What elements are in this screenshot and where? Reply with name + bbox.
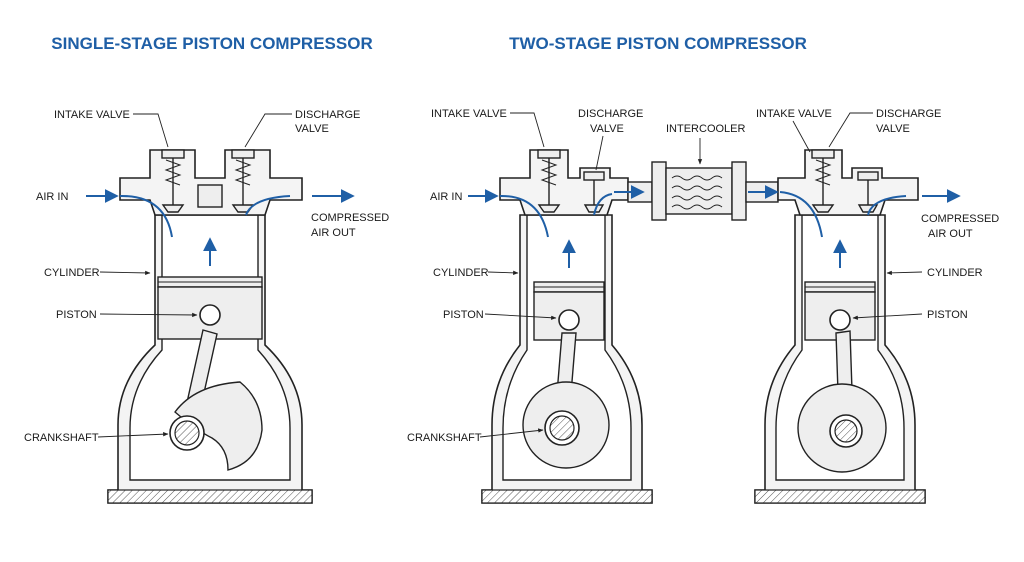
- single-base-hatch: [107, 489, 313, 504]
- two-air-in-label: AIR IN: [430, 191, 462, 203]
- lp-base-hatch: [481, 489, 653, 504]
- single-crankshaft-label: CRANKSHAFT: [24, 432, 99, 444]
- hp-crankshaft: [829, 414, 863, 448]
- single-stage-compressor: INTAKE VALVE DISCHARGE VALVE AIR IN COMP…: [24, 109, 389, 504]
- intercooler-label: INTERCOOLER: [666, 123, 746, 135]
- lp-intake-flow: [499, 194, 549, 238]
- two-cylinder-right-label: CYLINDER: [927, 267, 983, 279]
- single-crankshaft: [169, 415, 205, 451]
- hp-head: [777, 149, 919, 216]
- single-intake-valve: [161, 149, 185, 213]
- single-stage-title: SINGLE-STAGE PISTON COMPRESSOR: [51, 34, 372, 53]
- two-piston-right-label: PISTON: [927, 309, 968, 321]
- hp-intake-valve: [811, 149, 835, 213]
- hp-intake-flow: [779, 191, 823, 238]
- lp-head: [499, 149, 629, 216]
- single-intake-flow: [119, 194, 173, 238]
- two-cylinder-left-leader: [487, 270, 519, 275]
- lp-piston: [533, 281, 605, 341]
- two-piston-left-label: PISTON: [443, 309, 484, 321]
- single-piston-label: PISTON: [56, 309, 97, 321]
- single-intake-valve-label: INTAKE VALVE: [54, 109, 130, 121]
- two-compressed-label-2: AIR OUT: [928, 228, 973, 240]
- two-discharge-label-2: VALVE: [590, 123, 624, 135]
- two-stage-compressor: INTAKE VALVE DISCHARGE VALVE INTERCOOLER…: [407, 108, 999, 504]
- two-intake-2-leader: [792, 120, 811, 153]
- two-intake-leader: [510, 112, 545, 148]
- single-air-in-label: AIR IN: [36, 191, 68, 203]
- two-piston-right-leader: [852, 313, 923, 320]
- single-cylinder-leader: [99, 270, 151, 276]
- two-discharge-leader: [595, 135, 604, 171]
- single-head-port: [197, 184, 223, 208]
- two-discharge-2-label-1: DISCHARGE: [876, 108, 941, 120]
- hp-base-hatch: [754, 489, 926, 504]
- single-discharge-flow: [245, 195, 291, 216]
- two-discharge-label-1: DISCHARGE: [578, 108, 643, 120]
- two-compressed-label-1: COMPRESSED: [921, 213, 999, 225]
- two-piston-left-leader: [484, 313, 557, 320]
- hp-piston: [804, 281, 876, 341]
- single-cylinder-label: CYLINDER: [44, 267, 100, 279]
- single-discharge-label-1: DISCHARGE: [295, 109, 360, 121]
- two-crankshaft-label: CRANKSHAFT: [407, 432, 482, 444]
- two-crankshaft-leader: [479, 428, 544, 438]
- single-intake-leader: [133, 113, 169, 148]
- single-discharge-label-2: VALVE: [295, 123, 329, 135]
- single-compressed-label-1: COMPRESSED: [311, 212, 389, 224]
- two-cylinder-right-leader: [886, 270, 923, 276]
- lp-discharge-flow: [593, 193, 613, 216]
- two-discharge-2-label-2: VALVE: [876, 123, 910, 135]
- hp-discharge-flow: [867, 195, 907, 216]
- single-compressed-label-2: AIR OUT: [311, 227, 356, 239]
- lp-crankshaft: [544, 410, 580, 446]
- single-crankshaft-leader: [97, 432, 169, 438]
- lp-intake-valve: [537, 149, 561, 213]
- single-discharge-leader: [244, 113, 292, 148]
- single-piston-leader: [99, 312, 198, 318]
- single-piston: [157, 276, 263, 340]
- two-stage-title: TWO-STAGE PISTON COMPRESSOR: [509, 34, 807, 53]
- two-intake-valve-label: INTAKE VALVE: [431, 108, 507, 120]
- two-cylinder-left-label: CYLINDER: [433, 267, 489, 279]
- two-discharge-2-leader: [828, 112, 873, 148]
- single-crank-web: [174, 381, 263, 471]
- two-intake-valve-2-label: INTAKE VALVE: [756, 108, 832, 120]
